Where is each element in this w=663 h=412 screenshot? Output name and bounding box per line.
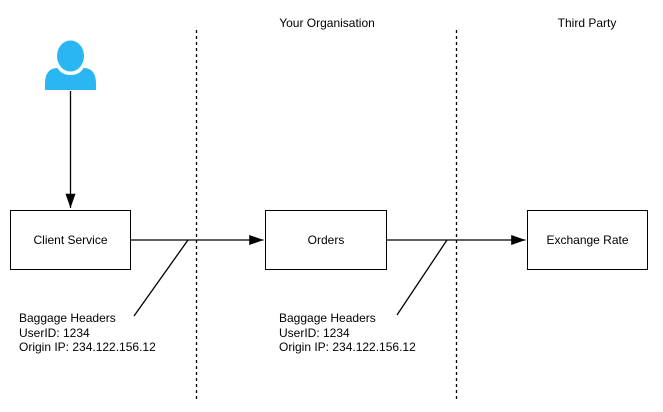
annotation-title: Baggage Headers xyxy=(279,311,376,325)
node-orders[interactable]: Orders xyxy=(265,210,387,270)
person-head xyxy=(57,40,84,72)
annotation-user-id: UserID: 1234 xyxy=(19,325,90,340)
annotation-title: Baggage Headers xyxy=(19,311,116,325)
callout-line-left xyxy=(133,239,189,317)
person-icon[interactable] xyxy=(45,40,96,91)
zone-label-your-organisation: Your Organisation xyxy=(279,16,375,30)
person-body xyxy=(45,68,96,90)
callout-line-middle xyxy=(396,239,448,316)
annotation-user-id: UserID: 1234 xyxy=(279,325,350,340)
zone-label-third-party: Third Party xyxy=(557,16,617,30)
node-client-service[interactable]: Client Service xyxy=(10,210,131,270)
annotation-origin-ip: Origin IP: 234.122.156.12 xyxy=(19,340,156,354)
annotation-baggage-headers-left: Baggage Headers UserID: 1234 Origin IP: … xyxy=(19,311,156,355)
annotation-origin-ip: Origin IP: 234.122.156.12 xyxy=(279,340,416,354)
annotation-baggage-headers-middle: Baggage Headers UserID: 1234 Origin IP: … xyxy=(279,311,416,355)
node-exchange-rate[interactable]: Exchange Rate xyxy=(527,210,648,270)
